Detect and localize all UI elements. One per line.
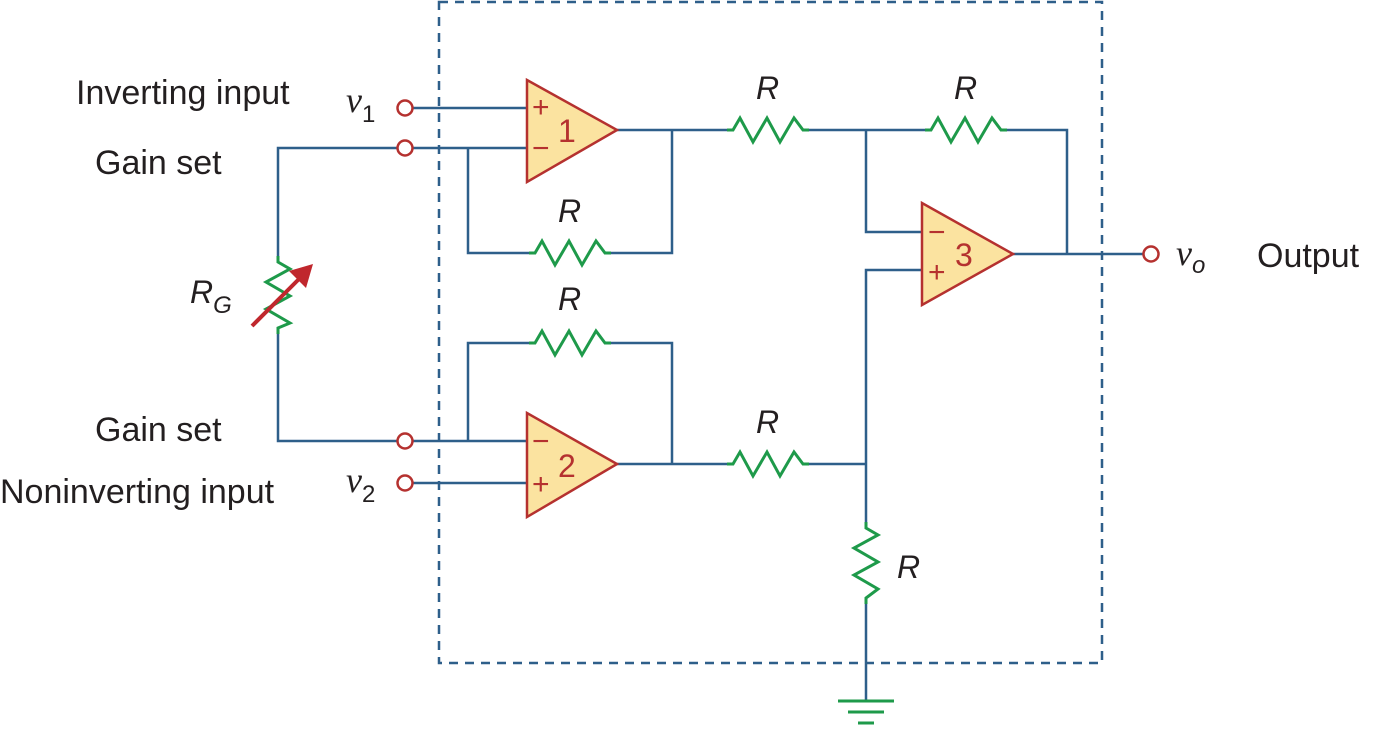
output-label: Output [1257,237,1360,275]
terminal-v2 [396,474,414,492]
opamp-3-top-sign: − [928,216,946,249]
opamp-2-bottom-sign: + [532,468,550,501]
terminal-gain-set-bottom [396,432,414,450]
wires [276,106,1143,700]
vo-label: vo [1176,233,1205,279]
opamp-2-top-sign: − [532,425,550,458]
resistor-r-top-left [727,114,809,146]
opamp-3-number: 3 [955,237,973,273]
v1-label: v1 [346,80,375,128]
opamp-1-number: 1 [558,113,576,149]
terminal-gain-set-top [396,139,414,157]
opamp-1: + − 1 [525,77,620,185]
resistor-r-bottom-label: R [756,404,779,440]
resistor-r-ground [850,522,882,604]
resistor-r-top-right [925,114,1007,146]
resistor-r-feedback-2 [529,327,611,359]
resistor-r-feedback-2-label: R [558,281,581,317]
resistor-rg [262,256,294,334]
noninverting-input-label: Noninverting input [0,473,275,511]
opamp-3-bottom-sign: + [928,256,946,289]
gain-set-bottom-label: Gain set [95,411,222,449]
opamp-1-top-sign: + [532,91,550,124]
v2-label: v2 [346,460,375,508]
amplifier-enclosure [437,0,1104,665]
opamp-3: − + 3 [920,200,1016,308]
resistor-r-top-right-label: R [954,70,977,106]
gain-set-top-label: Gain set [95,144,222,182]
resistor-r-feedback-1 [529,237,611,269]
resistor-r-feedback-1-label: R [558,193,581,229]
opamp-1-bottom-sign: − [532,132,550,165]
rg-label: RG [190,274,232,319]
opamp-2: − + 2 [525,410,620,520]
ground-symbol [838,699,894,725]
terminal-vo [1142,245,1160,263]
variable-arrow-icon [250,264,313,328]
resistor-r-ground-label: R [897,549,920,585]
terminal-v1 [396,99,414,117]
opamp-2-number: 2 [558,448,576,484]
resistor-r-top-left-label: R [756,70,779,106]
resistor-r-bottom [727,448,809,480]
inverting-input-label: Inverting input [76,74,290,112]
